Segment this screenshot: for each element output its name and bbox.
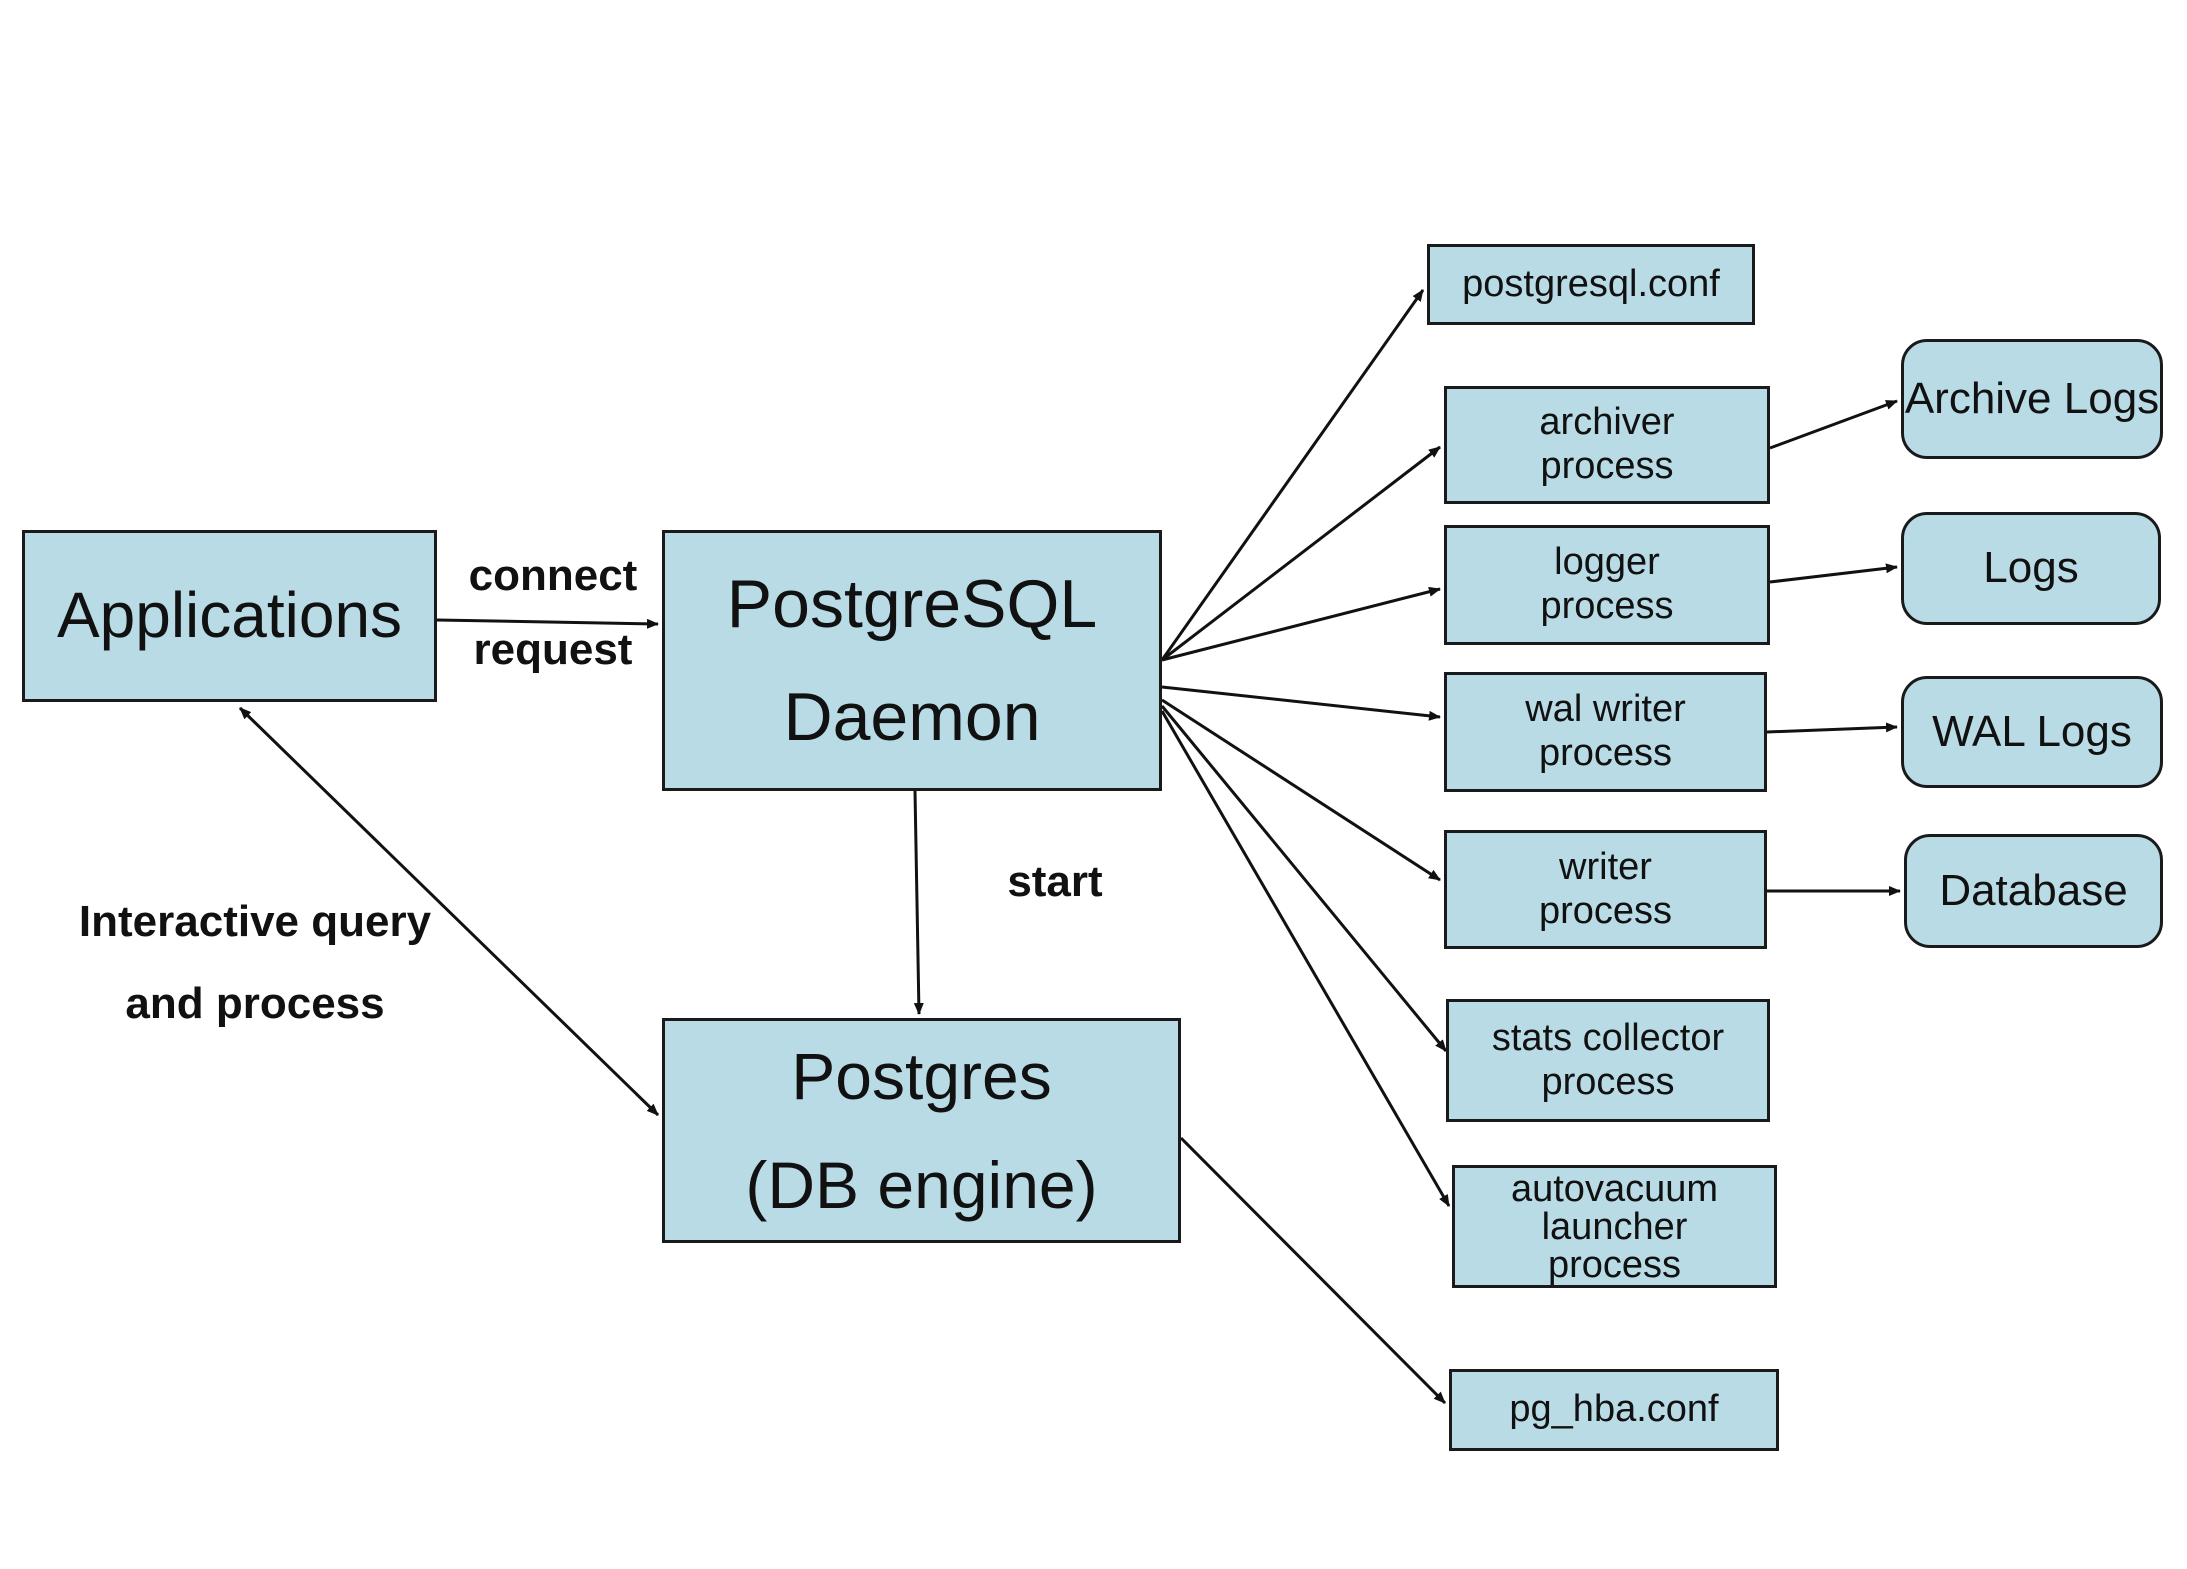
- archiver-process-box: archiver process: [1444, 386, 1770, 504]
- stats-collector-process-box: stats collector process: [1446, 999, 1770, 1122]
- edge-applications-postgres: [238, 706, 660, 1117]
- edge-daemon-autovacuum: [1160, 710, 1451, 1207]
- edge-label-and-process: and process: [125, 979, 385, 1028]
- edge-daemon-logger: [1161, 586, 1441, 662]
- autovacuum-label-line-1: autovacuum: [1510, 1167, 1718, 1210]
- wal-writer-label-line-2: process: [1538, 732, 1673, 774]
- autovacuum-label-line-2: launcher: [1541, 1205, 1688, 1248]
- archive-logs-store: Archive Logs: [1901, 339, 2163, 459]
- edge-label-request: request: [473, 625, 633, 674]
- edge-daemon-stats-collector: [1160, 705, 1448, 1052]
- edge-label-interactive-query: Interactive query: [78, 897, 432, 946]
- autovacuum-launcher-process-box: autovacuum launcher process: [1452, 1165, 1777, 1288]
- postgresql-conf-box: postgresql.conf: [1427, 244, 1755, 325]
- pg-hba-conf-label: pg_hba.conf: [1509, 1388, 1719, 1431]
- writer-process-box: writer process: [1444, 830, 1767, 949]
- logger-process-box: logger process: [1444, 525, 1770, 645]
- stats-collector-label-line-2: process: [1541, 1060, 1675, 1103]
- archive-logs-label: Archive Logs: [1904, 373, 2160, 423]
- applications-label: Applications: [56, 579, 403, 652]
- writer-label-line-1: writer: [1559, 845, 1652, 888]
- edge-applications-daemon: [436, 618, 659, 629]
- edge-archiver-archive-logs: [1769, 399, 1898, 450]
- edge-postgres-pg-hba: [1179, 1136, 1447, 1405]
- logger-label-line-2: process: [1540, 585, 1674, 627]
- edge-label-start: start: [1007, 857, 1103, 906]
- writer-label-line-2: process: [1538, 889, 1673, 932]
- postgres-label-line-1: Postgres: [791, 1038, 1052, 1113]
- wal-logs-store: WAL Logs: [1901, 676, 2163, 788]
- edge-daemon-wal-writer: [1161, 685, 1441, 721]
- logger-label-line-1: logger: [1554, 541, 1660, 584]
- stats-collector-label-line-1: stats collector: [1491, 1016, 1725, 1059]
- wal-writer-label-line-1: wal writer: [1525, 688, 1686, 731]
- edge-daemon-postgresql-conf: [1160, 289, 1425, 661]
- wal-logs-label: WAL Logs: [1932, 706, 2132, 756]
- autovacuum-label-line-3: process: [1547, 1243, 1682, 1286]
- postgresql-daemon-box: PostgreSQL Daemon: [662, 530, 1162, 791]
- database-label: Database: [1939, 865, 2128, 915]
- edge-wal-writer-wal-logs: [1766, 722, 1898, 734]
- logs-label: Logs: [1983, 543, 2079, 593]
- postgres-engine-box: Postgres (DB engine): [662, 1018, 1181, 1243]
- postgresql-conf-label: postgresql.conf: [1462, 262, 1720, 305]
- postgres-label-line-2: (DB engine): [745, 1147, 1098, 1222]
- wal-writer-process-box: wal writer process: [1444, 672, 1767, 792]
- edge-label-connect: connect: [468, 551, 638, 600]
- database-store: Database: [1904, 834, 2163, 948]
- archiver-label-line-2: process: [1540, 445, 1674, 487]
- daemon-label-line-1: PostgreSQL: [726, 566, 1098, 643]
- pg-hba-conf-box: pg_hba.conf: [1449, 1369, 1779, 1451]
- edge-daemon-postgres: [913, 790, 924, 1015]
- daemon-label-line-2: Daemon: [783, 678, 1041, 755]
- archiver-label-line-1: archiver: [1539, 401, 1675, 444]
- logs-store: Logs: [1901, 512, 2161, 625]
- edge-daemon-writer: [1161, 698, 1441, 882]
- edge-logger-logs: [1769, 563, 1898, 584]
- applications-box: Applications: [22, 530, 437, 702]
- edge-daemon-archiver: [1161, 445, 1441, 662]
